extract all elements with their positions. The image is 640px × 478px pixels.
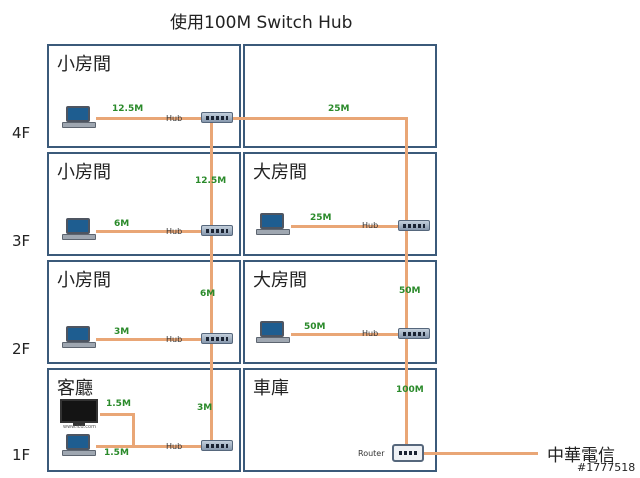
hub-2f-left (201, 333, 233, 344)
laptop-icon (62, 326, 96, 350)
room-name: 小房間 (57, 54, 111, 75)
speed-label: 3M (197, 403, 213, 413)
room-2f-right: 大房間 (243, 260, 437, 364)
room-name: 小房間 (57, 162, 111, 183)
speed-label: 1.5M (106, 399, 131, 409)
cable-1f-laptop (96, 445, 202, 448)
hub-label: Hub (362, 329, 379, 338)
watermark: #1777518 (577, 461, 636, 474)
room-name: 小房間 (57, 270, 111, 291)
hub-label: Hub (362, 221, 379, 230)
hub-3f-left (201, 225, 233, 236)
speed-label: 50M (399, 286, 421, 296)
cable-1f-tv-drop (132, 413, 135, 447)
speed-label: 6M (114, 219, 130, 229)
router (392, 444, 424, 462)
speed-label: 100M (396, 385, 424, 395)
hub-4f (201, 112, 233, 123)
laptop-icon (62, 106, 96, 130)
speed-label: 6M (200, 289, 216, 299)
speed-label: 25M (328, 104, 350, 114)
cable-right-trunk (405, 117, 408, 452)
speed-label: 12.5M (195, 176, 227, 186)
hub-label: Hub (166, 227, 183, 236)
cable-4f-to-right (232, 117, 408, 120)
laptop-icon (62, 434, 96, 458)
tv-caption: www.lcd.com (63, 424, 96, 430)
cable-1f-tv (100, 413, 134, 416)
speed-label: 3M (114, 327, 130, 337)
room-4f-left: 小房間 (47, 44, 241, 148)
cable-to-isp (424, 452, 538, 455)
room-name: 車庫 (253, 378, 289, 399)
hub-1f (201, 440, 233, 451)
laptop-icon (256, 213, 290, 237)
floor-label-4f: 4F (12, 124, 31, 142)
cable-3f-right-laptop (291, 225, 399, 228)
hub-label: Hub (166, 114, 183, 123)
room-4f-right (243, 44, 437, 148)
hub-label: Hub (166, 442, 183, 451)
speed-label: 12.5M (112, 104, 144, 114)
speed-label: 25M (310, 213, 332, 223)
hub-label: Hub (166, 335, 183, 344)
floor-label-1f: 1F (12, 446, 31, 464)
speed-label: 50M (304, 322, 326, 332)
room-3f-right: 大房間 (243, 152, 437, 256)
room-name: 大房間 (253, 162, 307, 183)
router-label: Router (358, 449, 385, 458)
diagram-title: 使用100M Switch Hub (170, 13, 353, 33)
laptop-icon (62, 218, 96, 242)
speed-label: 1.5M (104, 448, 129, 458)
floor-label-2f: 2F (12, 340, 31, 358)
tv-icon: www.lcd.com (60, 399, 98, 430)
room-name: 大房間 (253, 270, 307, 291)
cable-left-trunk (210, 123, 213, 443)
floor-label-3f: 3F (12, 232, 31, 250)
laptop-icon (256, 321, 290, 345)
cable-4f-laptop (96, 117, 202, 120)
isp-label: 中華電信 (547, 446, 615, 466)
cable-3f-left-laptop (96, 230, 202, 233)
cable-2f-left-laptop (96, 338, 202, 341)
hub-3f-right (398, 220, 430, 231)
cable-2f-right-laptop (291, 333, 399, 336)
hub-2f-right (398, 328, 430, 339)
room-name: 客廳 (57, 378, 93, 399)
